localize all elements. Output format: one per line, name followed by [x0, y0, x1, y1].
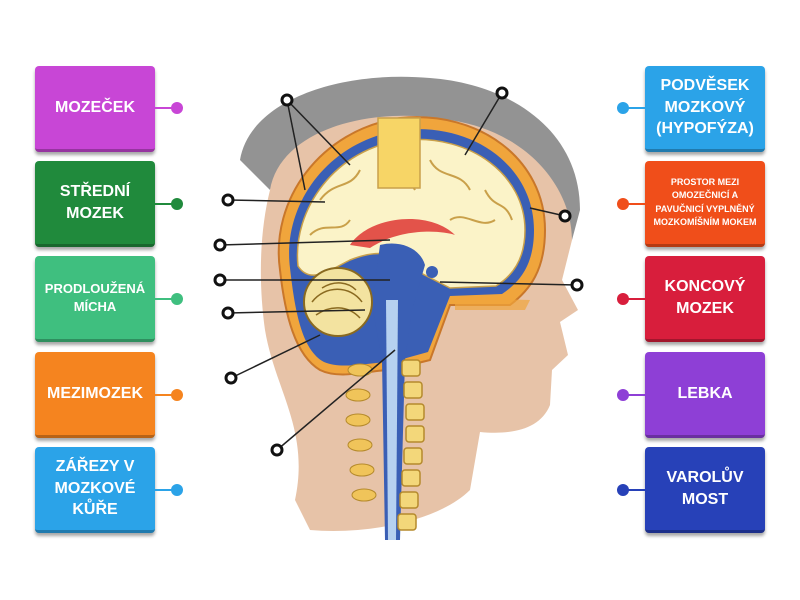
label-card-hypofyza[interactable]: PODVĚSEK MOZKOVÝ (HYPOFÝZA)	[645, 66, 765, 152]
label-text: MEZIMOZEK	[47, 384, 143, 402]
connector-line	[155, 203, 175, 205]
label-text: MOZEČEK	[55, 98, 135, 116]
pin-dot-icon[interactable]	[171, 484, 183, 496]
circle-target-icon	[570, 278, 584, 292]
connector-line	[155, 298, 175, 300]
circle-target-icon	[221, 306, 235, 320]
label-text: PODVĚSEK MOZKOVÝ (HYPOFÝZA)	[656, 77, 754, 138]
pin-dot-icon[interactable]	[171, 102, 183, 114]
head-section-diagram	[213, 76, 584, 540]
label-card-stredni-mozek[interactable]: STŘEDNÍ MOZEK	[35, 161, 155, 247]
label-card-koncovy-mozek[interactable]: KONCOVÝ MOZEK	[645, 256, 765, 342]
label-card-prodlouzena-micha[interactable]: PRODLOUŽENÁ MÍCHA	[35, 256, 155, 342]
label-card-mezimozek[interactable]: MEZIMOZEK	[35, 352, 155, 438]
pin-dot-icon[interactable]	[617, 198, 629, 210]
circle-target-icon	[280, 93, 294, 107]
pituitary	[426, 266, 438, 278]
cerebellum	[303, 267, 373, 337]
connector-line	[155, 394, 175, 396]
circle-target-icon	[495, 86, 509, 100]
label-text: KONCOVÝ MOZEK	[664, 277, 746, 317]
cerebellum-folia	[311, 282, 363, 319]
pin-dot-icon[interactable]	[617, 484, 629, 496]
cerebrum	[296, 138, 526, 289]
spinal-cord	[386, 300, 398, 540]
connector-line	[625, 394, 645, 396]
circle-target-icon	[221, 193, 235, 207]
connector-line	[155, 107, 175, 109]
label-card-prostor[interactable]: PROSTOR MEZI OMOZEČNICÍ A PAVUČNICÍ VYPL…	[645, 161, 765, 247]
connector-line	[625, 489, 645, 491]
pin-dot-icon[interactable]	[171, 293, 183, 305]
label-text: LEBKA	[677, 384, 733, 402]
label-text: STŘEDNÍ MOZEK	[59, 182, 131, 222]
label-card-varoluv-most[interactable]: VAROLŮV MOST	[645, 447, 765, 533]
pointer-lines	[219, 92, 578, 451]
nasal-structure	[455, 298, 530, 310]
pin-dot-icon[interactable]	[617, 389, 629, 401]
connector-line	[625, 298, 645, 300]
pin-dot-icon[interactable]	[617, 102, 629, 114]
connector-line	[625, 107, 645, 109]
connector-line	[155, 489, 175, 491]
drop-targets	[213, 86, 584, 457]
pin-dot-icon[interactable]	[617, 293, 629, 305]
circle-target-icon	[270, 443, 284, 457]
pin-dot-icon[interactable]	[171, 198, 183, 210]
label-text: ZÁŘEZY V MOZKOVÉ KŮŘE	[54, 458, 136, 519]
label-text: PROSTOR MEZI OMOZEČNICÍ A PAVUČNICÍ VYPL…	[653, 177, 757, 227]
vertebral-processes	[345, 363, 377, 502]
circle-target-icon	[213, 238, 227, 252]
label-card-zarezy[interactable]: ZÁŘEZY V MOZKOVÉ KŮŘE	[35, 447, 155, 533]
connector-line	[625, 203, 645, 205]
falx-column	[377, 117, 421, 189]
vertebrae	[397, 359, 425, 531]
circle-target-icon	[213, 273, 227, 287]
pin-dot-icon[interactable]	[171, 389, 183, 401]
hair-shape	[240, 76, 580, 240]
label-text: PRODLOUŽENÁ MÍCHA	[44, 280, 146, 314]
circle-target-icon	[558, 209, 572, 223]
brainstem	[372, 243, 425, 540]
label-card-mozecek[interactable]: MOZEČEK	[35, 66, 155, 152]
circle-target-icon	[224, 371, 238, 385]
label-text: VAROLŮV MOST	[666, 468, 744, 508]
label-card-lebka[interactable]: LEBKA	[645, 352, 765, 438]
